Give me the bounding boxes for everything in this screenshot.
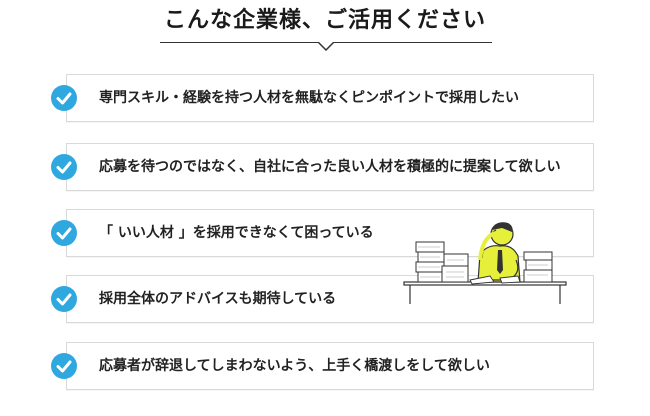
- list-item-text: 専門スキル・経験を持つ人材を無駄なくピンポイントで採用したい: [99, 90, 519, 106]
- list-item-card-5: 応募者が辞退してしまわないよう、上手く橋渡しをして欲しい: [66, 342, 594, 390]
- check-circle-icon: [51, 154, 77, 180]
- list-item-text: 「 いい人材 」を採用できなくて困っている: [99, 225, 374, 241]
- check-circle-icon: [51, 85, 77, 111]
- list-item-card-2: 応募を待つのではなく、自社に合った良い人材を積極的に提案して欲しい: [66, 143, 594, 191]
- title-underline-caret: [318, 42, 334, 51]
- stressed-office-worker-illustration: [403, 222, 567, 304]
- check-circle-icon: [51, 286, 77, 312]
- list-item-card-1: 専門スキル・経験を持つ人材を無駄なくピンポイントで採用したい: [66, 74, 594, 122]
- list-item-text: 応募を待つのではなく、自社に合った良い人材を積極的に提案して欲しい: [99, 159, 561, 175]
- check-circle-icon: [51, 220, 77, 246]
- list-item-text: 応募者が辞退してしまわないよう、上手く橋渡しをして欲しい: [99, 358, 490, 374]
- page-title: こんな企業様、ご活用ください: [163, 8, 486, 33]
- list-item-text: 採用全体のアドバイスも期待している: [99, 291, 337, 307]
- check-circle-icon: [51, 353, 77, 379]
